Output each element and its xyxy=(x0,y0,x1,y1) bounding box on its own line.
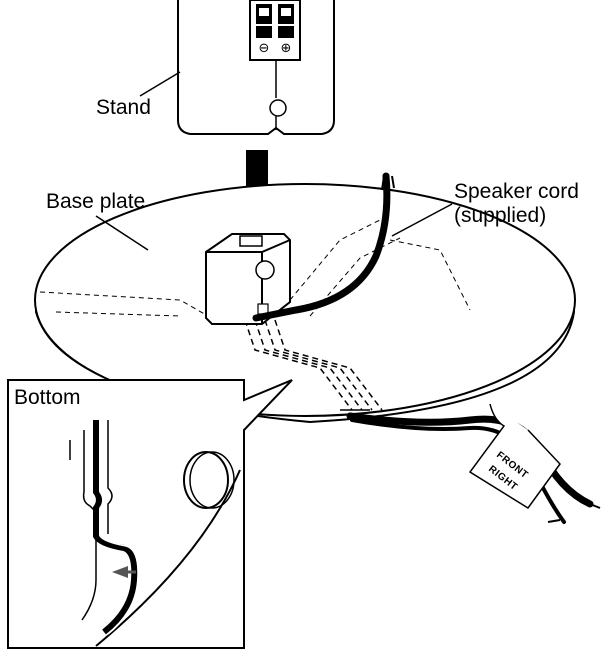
stand-leader-line xyxy=(139,71,181,97)
inset-screw-disk xyxy=(183,451,229,509)
terminal-minus-mark: ⊖ xyxy=(259,40,270,55)
bottom-inset-label: Bottom xyxy=(14,386,81,409)
speaker-cord-label-line1: Speaker cord xyxy=(454,180,579,203)
terminal-plus-hole xyxy=(281,8,291,16)
cord-connector-block xyxy=(205,233,291,325)
speaker-cord-label-line2: (supplied) xyxy=(454,204,546,227)
inset-plate-edge xyxy=(95,469,241,647)
terminal-minus-hole xyxy=(259,8,269,16)
base-plate xyxy=(34,183,576,424)
speaker-cord-leader-line xyxy=(391,203,453,237)
terminal-plus-base xyxy=(278,26,294,38)
bottom-inset-frame xyxy=(7,379,293,649)
base-plate-top xyxy=(34,183,576,417)
base-plate-leader-line xyxy=(95,215,149,251)
base-plate-label: Base plate xyxy=(46,190,145,213)
stand: ⊖ ⊕ xyxy=(177,0,335,135)
stand-screw-hole xyxy=(269,99,287,117)
speaker-cord-upper xyxy=(252,172,391,322)
terminal-plus-mark: ⊕ xyxy=(281,40,292,55)
stand-label: Stand xyxy=(96,96,151,119)
inset-arrow-icon xyxy=(112,566,128,578)
inset-cord xyxy=(93,420,138,635)
terminal-minus-base xyxy=(256,26,272,38)
cord-tag: FRONT RIGHT xyxy=(468,403,561,510)
connector-screw-hole xyxy=(255,260,275,280)
bottom-inset: Bottom xyxy=(7,379,293,649)
